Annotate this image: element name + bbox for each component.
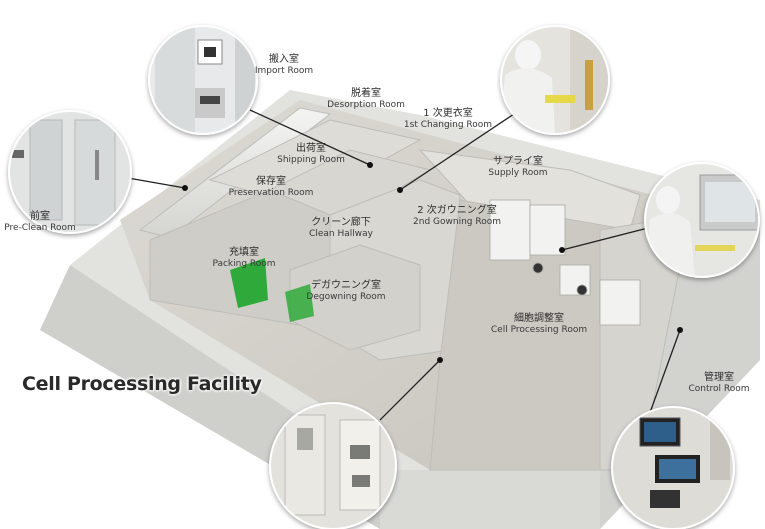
room-label-supply-en: Supply Room bbox=[488, 167, 548, 178]
room-label-degowning: デガウニング室 Degowning Room bbox=[306, 280, 385, 302]
room-label-desorption-en: Desorption Room bbox=[327, 99, 405, 110]
room-label-desorption: 脱着室 Desorption Room bbox=[327, 88, 405, 110]
room-label-preservation: 保存室 Preservation Room bbox=[229, 176, 314, 198]
pre-clean-room-photo bbox=[8, 110, 132, 234]
room-label-cell-processing-en: Cell Processing Room bbox=[490, 324, 588, 335]
changing-room-photo bbox=[500, 25, 610, 135]
room-label-2nd-gowning: 2 次ガウニング室 2nd Gowning Room bbox=[413, 205, 501, 227]
room-label-cell-processing: 細胞調整室 Cell Processing Room bbox=[491, 313, 587, 335]
room-label-shipping: 出荷室 Shipping Room bbox=[277, 143, 345, 165]
room-label-degowning-en: Degowning Room bbox=[306, 291, 386, 302]
entrance-door-photo bbox=[269, 402, 397, 529]
room-label-cell-processing-jp: 細胞調整室 bbox=[513, 313, 564, 324]
room-label-preservation-jp: 保存室 bbox=[256, 176, 286, 187]
room-label-packing-jp: 充填室 bbox=[228, 247, 259, 258]
room-label-import: 搬入室 Import Room bbox=[255, 54, 313, 76]
import-room-photo bbox=[148, 25, 258, 135]
room-label-shipping-en: Shipping Room bbox=[277, 154, 345, 165]
room-label-pre-clean-en: Pre-Clean Room bbox=[4, 222, 76, 233]
room-label-1st-changing: 1 次更衣室 1st Changing Room bbox=[404, 108, 492, 130]
leader-lines bbox=[127, 109, 681, 441]
room-label-degowning-jp: デガウニング室 bbox=[310, 280, 381, 291]
room-label-2nd-gowning-en: 2nd Gowning Room bbox=[413, 216, 501, 227]
room-label-control-en: Control Room bbox=[688, 383, 750, 394]
room-label-pre-clean: 前室 Pre-Clean Room bbox=[4, 211, 76, 233]
room-label-clean-hallway-en: Clean Hallway bbox=[309, 228, 373, 239]
leader-dots bbox=[182, 162, 683, 363]
outer-wall-front bbox=[380, 470, 600, 529]
room-label-pre-clean-jp: 前室 bbox=[30, 211, 50, 222]
room-label-packing-en: Packing Room bbox=[212, 258, 276, 269]
room-label-control-jp: 管理室 bbox=[704, 372, 734, 383]
room-label-import-en: Import Room bbox=[254, 65, 314, 76]
room-label-clean-hallway-jp: クリーン廊下 bbox=[311, 217, 371, 228]
degowning-room-green-floor bbox=[285, 284, 314, 322]
room-label-control: 管理室 Control Room bbox=[688, 372, 749, 394]
room-label-packing: 充填室 Packing Room bbox=[212, 247, 275, 269]
diagram-title: Cell Processing Facility bbox=[22, 373, 262, 395]
control-room-photo bbox=[611, 406, 735, 529]
room-label-shipping-jp: 出荷室 bbox=[295, 143, 326, 154]
room-label-1st-changing-jp: 1 次更衣室 bbox=[423, 108, 473, 119]
room-label-desorption-jp: 脱着室 bbox=[351, 88, 381, 99]
room-label-1st-changing-en: 1st Changing Room bbox=[403, 119, 493, 130]
room-label-clean-hallway: クリーン廊下 Clean Hallway bbox=[309, 217, 373, 239]
room-label-import-jp: 搬入室 bbox=[268, 54, 299, 65]
room-label-supply-jp: サプライ室 bbox=[492, 156, 543, 167]
cell-processing-equipment bbox=[489, 199, 641, 326]
room-label-supply: サプライ室 Supply Room bbox=[488, 156, 547, 178]
room-label-2nd-gowning-jp: 2 次ガウニング室 bbox=[417, 205, 497, 216]
room-label-preservation-en: Preservation Room bbox=[228, 187, 314, 198]
packing-room-green-floor bbox=[230, 258, 268, 308]
cell-processing-room-photo bbox=[644, 162, 760, 278]
